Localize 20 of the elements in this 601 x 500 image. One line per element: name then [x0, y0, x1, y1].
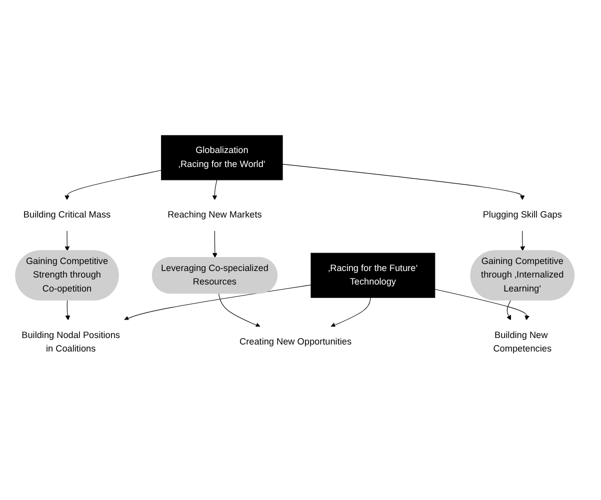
node-text: Building Nodal Positions in Coalitions — [22, 330, 120, 354]
arrow — [64, 230, 70, 252]
node-text: Building Critical Mass — [23, 210, 111, 220]
arrow — [124, 284, 312, 321]
arrow — [506, 300, 512, 320]
arrow — [218, 293, 261, 328]
node-text: Plugging Skill Gaps — [482, 210, 562, 220]
arrow — [64, 170, 162, 200]
arrow — [330, 297, 371, 328]
arrow — [282, 164, 525, 200]
node-text: Building New Competencies — [493, 330, 552, 354]
arrow — [520, 230, 526, 252]
node-text: Creating New Opportunities — [240, 337, 352, 347]
node-box: ‚Racing for the Future‘ Technology — [310, 252, 436, 298]
node-box: Globalization ‚Racing for the World‘ — [161, 135, 283, 180]
arrow — [212, 230, 218, 258]
node-text: Reaching New Markets — [168, 210, 262, 220]
arrow — [434, 288, 530, 320]
arrow — [65, 300, 70, 320]
arrow — [212, 180, 218, 200]
